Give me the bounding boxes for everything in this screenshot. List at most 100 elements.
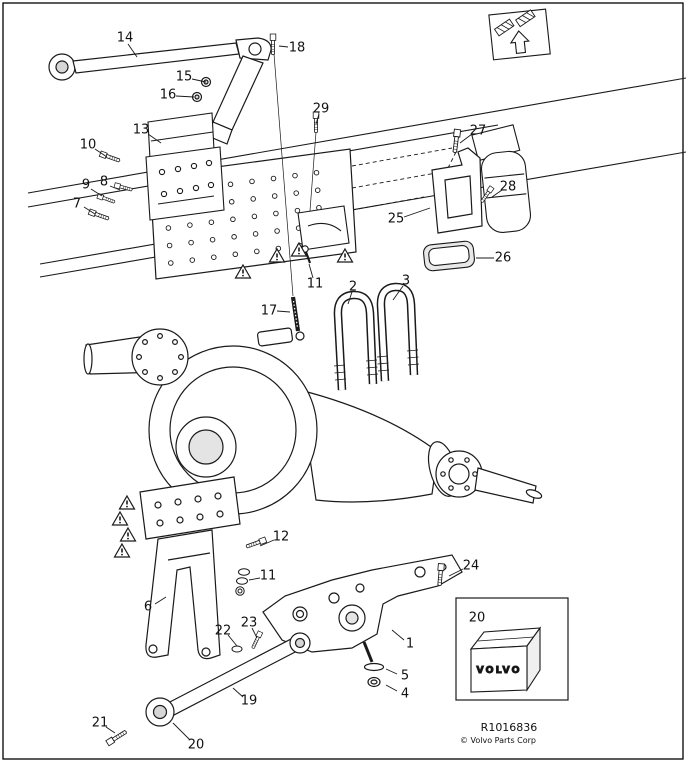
plate-hole <box>189 257 196 263</box>
support-bracket-6 <box>139 476 241 660</box>
plate-hole <box>313 169 320 176</box>
callout-label: 20 <box>188 738 205 753</box>
spring-unit <box>471 124 532 233</box>
leader-line <box>94 148 108 158</box>
callout-label: 20 <box>469 611 486 626</box>
plate-hole <box>231 234 237 240</box>
leader-line <box>175 95 195 98</box>
callout-label: 1 <box>406 637 414 652</box>
callout-label: 11 <box>260 569 277 584</box>
plate-hole <box>187 222 193 228</box>
plate-hole <box>188 239 194 246</box>
leader-line <box>109 185 121 191</box>
plate-hole <box>314 187 321 193</box>
leader-line <box>259 539 275 547</box>
plate-hole <box>292 172 298 179</box>
plate-hole <box>208 219 215 225</box>
callout-label: 16 <box>160 88 177 103</box>
plate-hole <box>230 216 236 223</box>
callout-label: 14 <box>117 31 134 46</box>
u-bolt-2 <box>333 290 379 391</box>
plate-hole <box>273 210 279 217</box>
plate-hole <box>250 196 256 202</box>
callout-label: 19 <box>241 694 258 709</box>
stud-17 <box>290 296 301 332</box>
orientation-inset <box>488 8 551 61</box>
callout-label: 10 <box>80 138 97 153</box>
leader-line <box>385 668 398 675</box>
figure-number: R1016836 <box>481 721 538 734</box>
callout-label: 21 <box>92 716 109 731</box>
plate-hole <box>227 181 234 188</box>
copyright-text: © Volvo Parts Corp <box>460 736 536 745</box>
leader-line <box>391 629 405 641</box>
lower-bracket-1 <box>262 554 463 688</box>
spring-clip-icon <box>515 9 536 28</box>
leader-line <box>315 113 320 125</box>
leader-line <box>347 291 353 305</box>
callout-label: 25 <box>388 212 405 227</box>
callout-label: 17 <box>261 304 278 319</box>
callout-label: 24 <box>463 559 480 574</box>
leader-line <box>308 263 314 279</box>
axle-housing <box>83 327 543 515</box>
leader-line <box>83 206 96 215</box>
leader-line <box>232 687 244 698</box>
callout-label: 22 <box>215 624 232 639</box>
volvo-box-label: VOLVO <box>476 665 521 676</box>
callout-label: 7 <box>73 197 81 212</box>
plate-hole <box>270 175 277 182</box>
hidden-edge-dashes <box>351 147 457 211</box>
plate-hole <box>252 231 259 237</box>
leader-line <box>191 78 207 83</box>
plate-hole <box>211 254 217 260</box>
plate-hole <box>274 228 280 234</box>
callout-label: 29 <box>313 102 330 117</box>
callout-label: 6 <box>144 600 152 615</box>
leader-line <box>448 568 464 577</box>
leader-line <box>127 43 138 58</box>
leader-line <box>147 133 162 144</box>
leader-line <box>459 133 473 144</box>
leader-line <box>227 634 238 647</box>
callout-label: 4 <box>401 687 409 702</box>
plate-hole <box>254 248 260 255</box>
callout-label: 9 <box>82 178 90 193</box>
callout-label: 15 <box>176 70 193 85</box>
leader-line <box>172 722 191 741</box>
callout-label: 13 <box>133 123 150 138</box>
plate-hole <box>293 190 299 196</box>
plate-hole <box>232 251 239 258</box>
leader-line <box>248 577 261 581</box>
callout-label: 12 <box>273 530 290 545</box>
leader-line <box>385 684 398 692</box>
box-front <box>470 645 528 693</box>
plate-hole <box>209 236 216 243</box>
plate-hole <box>168 260 174 266</box>
plate-hole <box>294 207 301 214</box>
leader-line <box>90 188 103 197</box>
callout-label: 28 <box>500 180 517 195</box>
leader-line <box>392 285 404 301</box>
callout-label: 26 <box>495 251 512 266</box>
plate-hole <box>251 213 258 220</box>
washer-22 <box>231 645 243 653</box>
plate-hole <box>228 199 235 205</box>
spring-clip-icon <box>493 18 515 37</box>
leader-line <box>276 310 291 313</box>
plate-hole <box>166 242 173 249</box>
reaction-rod-19 <box>145 632 311 727</box>
torque-rod <box>48 37 272 145</box>
leader-line <box>105 726 116 734</box>
box-flap-line <box>477 636 535 642</box>
callout-label: 23 <box>241 616 258 631</box>
bracket-25 <box>431 147 483 234</box>
callout-label: 5 <box>401 669 409 684</box>
plate-hole <box>271 193 278 199</box>
bolt-18 <box>269 33 277 56</box>
bracket-13 <box>145 112 225 221</box>
plate-hole <box>165 225 172 231</box>
callout-label: 3 <box>402 274 410 289</box>
